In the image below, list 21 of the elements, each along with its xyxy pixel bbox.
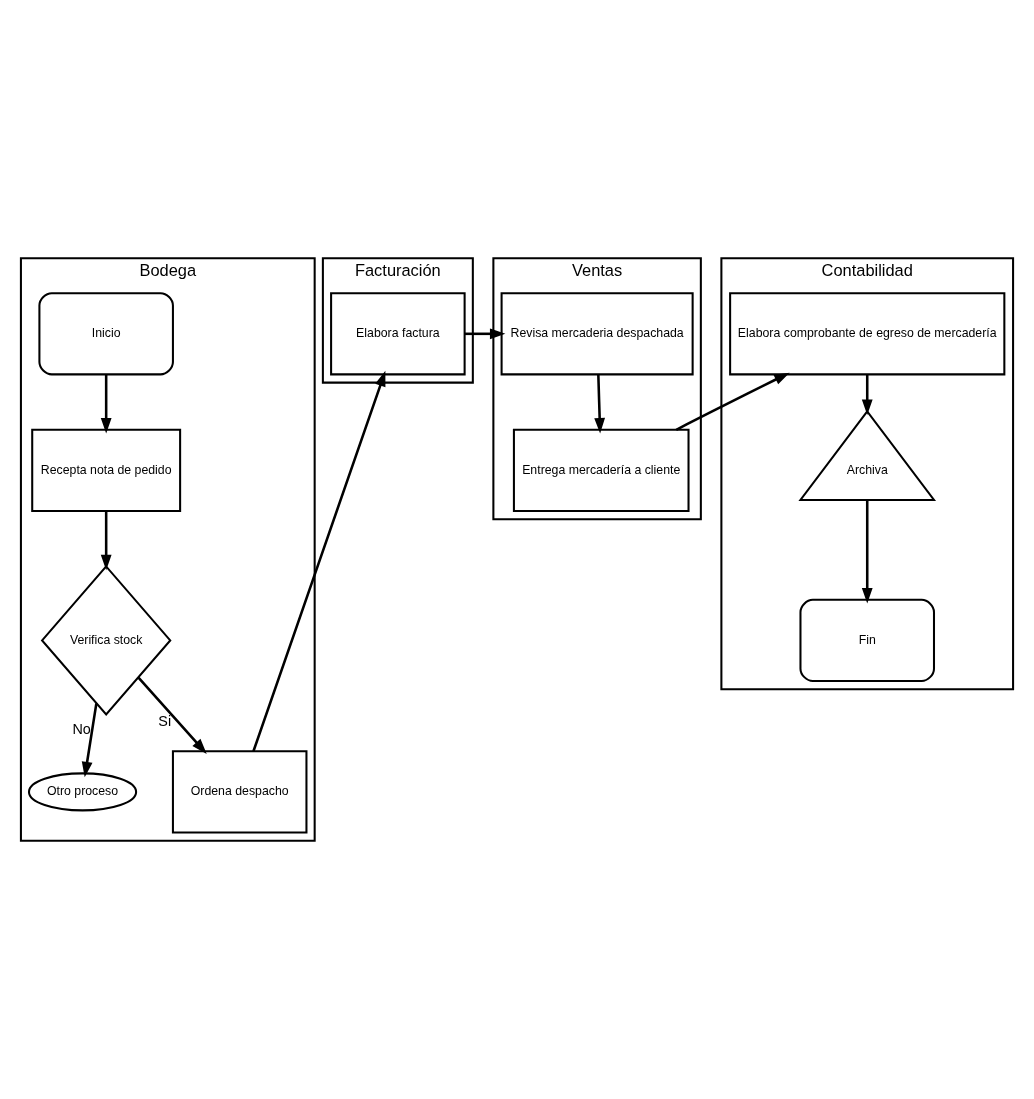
arrow: [594, 374, 606, 434]
arrow: [861, 500, 873, 604]
node-diamond: Verifica stock: [40, 564, 172, 716]
arrow: [464, 328, 506, 340]
arrow: [675, 372, 790, 431]
node-box: Inicio: [38, 292, 174, 376]
node-box: Ordena despacho: [171, 750, 308, 834]
arrow: [861, 374, 873, 415]
edge-label: No: [72, 721, 91, 738]
arrow: [252, 370, 386, 752]
node-box: Elabora comprobante de egreso de mercadería: [729, 292, 1006, 376]
arrow: [81, 703, 98, 778]
node-box: Revisa mercaderia despachada: [500, 292, 694, 376]
node-ellipse: Otro proceso: [27, 772, 138, 812]
arrow: [137, 676, 207, 754]
arrow: [100, 374, 112, 434]
node-box: Fin: [799, 598, 935, 682]
node-box: Recepta nota de pedido: [31, 428, 182, 512]
node-box: Elabora factura: [330, 292, 466, 376]
node-box: Entrega mercadería a cliente: [512, 428, 690, 512]
arrow: [100, 511, 112, 571]
